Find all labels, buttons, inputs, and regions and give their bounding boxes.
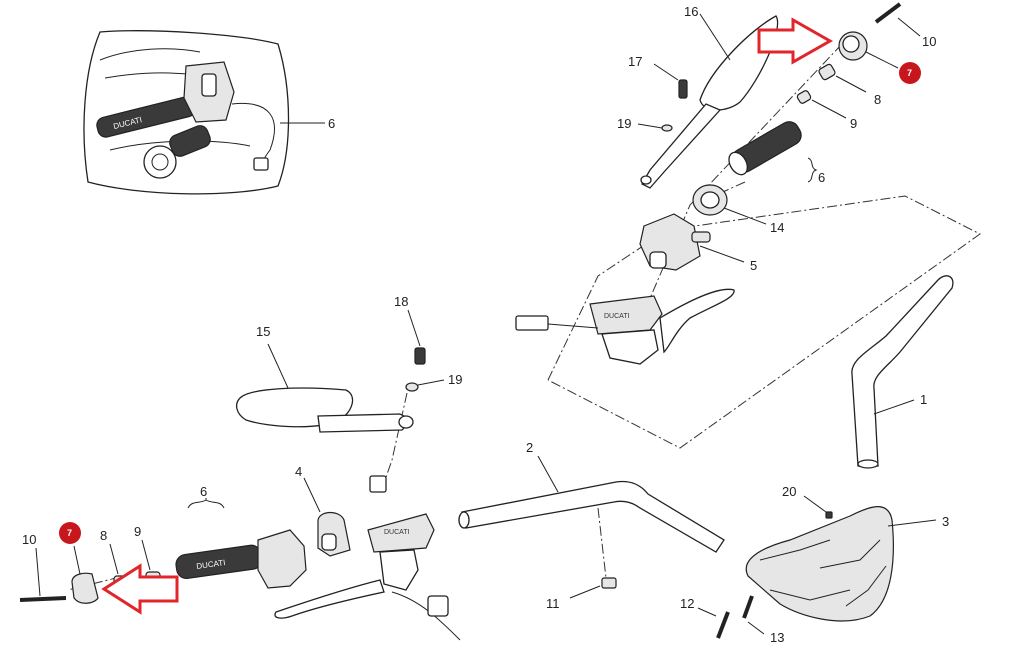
label-20: 20 bbox=[782, 484, 796, 499]
label-8-right: 8 bbox=[874, 92, 881, 107]
brake-reservoir-brand-right: DUCATI bbox=[604, 313, 630, 320]
clutch-master-cylinder-left: DUCATI bbox=[274, 475, 461, 641]
label-2: 2 bbox=[526, 440, 533, 455]
callout-7-right bbox=[899, 62, 921, 84]
label-11: 11 bbox=[546, 596, 560, 611]
label-10-right: 10 bbox=[922, 34, 936, 49]
part-10-bolt-left: 10 bbox=[19, 532, 67, 602]
left-grip-brand: DUCATI bbox=[196, 558, 226, 571]
label-6-right: 6 bbox=[818, 170, 825, 185]
part-5-switch-right: 5 bbox=[639, 213, 757, 273]
label-8-left: 8 bbox=[100, 528, 107, 543]
part-4-switch-left: 4 bbox=[295, 464, 351, 557]
part-17-screw: 17 bbox=[628, 54, 688, 99]
label-15: 15 bbox=[256, 324, 270, 339]
clutch-reservoir-brand: DUCATI bbox=[384, 529, 410, 536]
label-19-upper: 19 bbox=[617, 116, 631, 131]
label-10-left: 10 bbox=[22, 532, 36, 547]
label-3: 3 bbox=[942, 514, 949, 529]
part-10-bolt-right: 10 bbox=[874, 2, 936, 49]
part-20-pin: 20 bbox=[782, 484, 833, 519]
highlight-arrow-left-icon bbox=[101, 563, 179, 615]
part-11-clip: 11 bbox=[546, 577, 617, 611]
part-7-bar-end-left: 7 bbox=[59, 522, 99, 604]
part-9-spacer-right: 9 bbox=[796, 90, 857, 131]
part-19-washer-upper: 19 bbox=[617, 116, 673, 132]
part-18-screw: 18 bbox=[394, 294, 426, 365]
part-8-insert-right: 8 bbox=[818, 63, 881, 107]
label-18: 18 bbox=[394, 294, 408, 309]
part-3-riser-clamp: 3 bbox=[745, 506, 949, 622]
label-4: 4 bbox=[295, 464, 302, 479]
label-6-inset: 6 bbox=[328, 116, 335, 131]
part-15-mirror-left: 15 bbox=[235, 324, 414, 433]
part-2-handlebar-left: 2 bbox=[458, 440, 725, 553]
label-17: 17 bbox=[628, 54, 642, 69]
part-7-bar-end-right: 7 bbox=[838, 31, 921, 84]
highlight-arrow-right-icon bbox=[757, 17, 834, 65]
part-6-grip-left: DUCATI 6 bbox=[175, 484, 307, 589]
label-12: 12 bbox=[680, 596, 694, 611]
label-1: 1 bbox=[920, 392, 927, 407]
part-1-handlebar-right: 1 bbox=[851, 275, 954, 469]
part-6-grip-right: 6 bbox=[728, 121, 825, 185]
part-12-screw: 12 bbox=[680, 596, 730, 639]
part-13-screw: 13 bbox=[742, 595, 784, 645]
brake-master-cylinder-right: DUCATI bbox=[515, 288, 735, 365]
inset-grip-assembly: DUCATI 6 bbox=[83, 30, 335, 195]
label-5: 5 bbox=[750, 258, 757, 273]
part-14-throttle-drum: 14 bbox=[692, 184, 784, 235]
callout-7-right-text: 7 bbox=[907, 68, 912, 78]
part-19-washer-lower: 19 bbox=[405, 372, 462, 392]
callout-7-left-text: 7 bbox=[67, 528, 72, 538]
callout-7-left bbox=[59, 522, 81, 544]
label-19-lower: 19 bbox=[448, 372, 462, 387]
label-9-left: 9 bbox=[134, 524, 141, 539]
label-14: 14 bbox=[770, 220, 784, 235]
label-13: 13 bbox=[770, 630, 784, 645]
label-9-right: 9 bbox=[850, 116, 857, 131]
label-16: 16 bbox=[684, 4, 698, 19]
label-6-left: 6 bbox=[200, 484, 207, 499]
